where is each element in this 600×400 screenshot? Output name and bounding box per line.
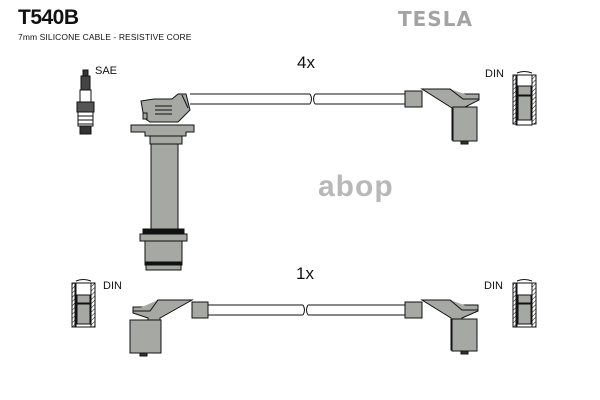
coil-boot-icon bbox=[130, 93, 195, 271]
din-label-top-right: DIN bbox=[485, 68, 504, 80]
din-terminal-icon bbox=[512, 279, 537, 328]
din-terminal-icon bbox=[71, 279, 96, 328]
cable-break-icon bbox=[302, 304, 309, 316]
bottom-cable-quantity: 1x bbox=[296, 264, 314, 283]
din-label-bottom-right: DIN bbox=[484, 280, 503, 292]
sae-label: SAE bbox=[95, 65, 118, 77]
angled-boot-icon bbox=[404, 299, 479, 355]
part-code: T540B bbox=[18, 6, 79, 29]
spark-plug-icon bbox=[76, 69, 95, 135]
top-cable bbox=[190, 93, 405, 105]
cable-description: 7mm SILICONE CABLE - RESISTIVE CORE bbox=[18, 32, 192, 42]
angled-boot-icon bbox=[129, 299, 209, 357]
cable-break-icon bbox=[309, 93, 316, 105]
angled-boot-icon bbox=[404, 88, 480, 145]
bottom-cable bbox=[208, 304, 405, 316]
din-label-bottom-left: DIN bbox=[103, 280, 122, 292]
top-cable-quantity: 4x bbox=[297, 53, 315, 72]
watermark: abop bbox=[318, 170, 394, 203]
din-terminal-icon bbox=[512, 71, 537, 126]
brand-logo: TESLA bbox=[398, 7, 473, 31]
